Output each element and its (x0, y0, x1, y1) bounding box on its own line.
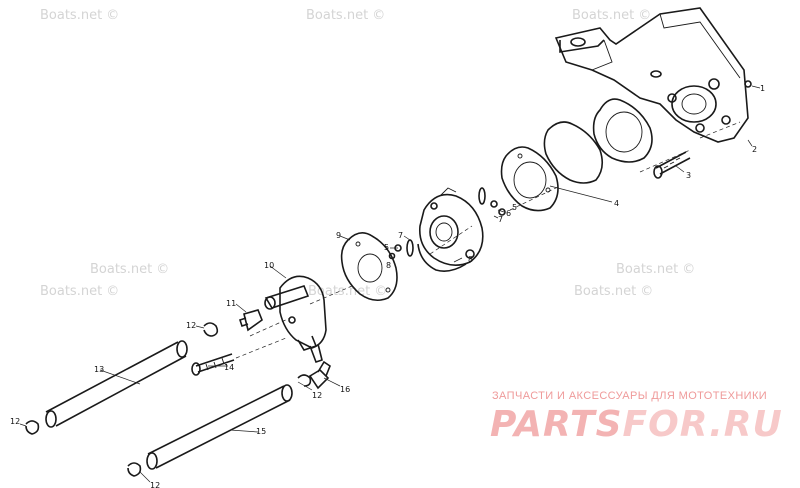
callout-13: 13 (94, 365, 104, 374)
elbow-part-16 (308, 360, 331, 390)
clamps-part-12 (25, 322, 312, 477)
callout-5-b: 5 (384, 243, 389, 252)
watermark: Boats.net © (306, 8, 386, 23)
screw-part-3 (653, 151, 691, 179)
housing-part-8 (417, 187, 484, 272)
callout-labels: 1 2 3 4 5 6 7 8 9 10 11 12 13 14 12 16 1… (10, 84, 765, 488)
callout-4: 4 (614, 199, 619, 208)
callout-7: 7 (498, 215, 503, 224)
callout-15: 15 (256, 427, 266, 436)
callout-3: 3 (686, 171, 691, 180)
callout-12-c: 12 (10, 417, 20, 426)
logo-part-1: PARTS (490, 404, 623, 445)
banner-logo: PARTSFOR.RU (490, 404, 783, 445)
callout-2: 2 (752, 145, 757, 154)
callout-16: 16 (340, 385, 350, 394)
callout-11: 11 (226, 299, 236, 308)
callout-5: 5 (512, 203, 517, 212)
callout-12-d: 12 (150, 481, 160, 488)
callout-8-b: 8 (386, 261, 391, 270)
callout-8: 8 (468, 255, 473, 264)
callout-7-b: 7 (398, 231, 403, 240)
hose-part-13 (45, 340, 188, 428)
mounting-bracket (554, 7, 752, 143)
hose-part-15 (146, 384, 293, 470)
callout-12-b: 12 (312, 391, 322, 400)
callout-10: 10 (264, 261, 274, 270)
callout-9: 9 (336, 231, 341, 240)
watermark: Boats.net © (40, 284, 120, 299)
callout-6: 6 (506, 209, 511, 218)
pump-body-part-10 (238, 275, 327, 364)
leader-lines (19, 85, 761, 483)
watermark: Boats.net © (308, 284, 388, 299)
watermark: Boats.net © (90, 262, 170, 277)
watermark: Boats.net © (616, 262, 696, 277)
callout-12-a: 12 (186, 321, 196, 330)
banner-tagline: ЗАПЧАСТИ И АКСЕССУАРЫ ДЛЯ МОТОТЕХНИКИ (492, 390, 768, 402)
logo-part-2: FOR.RU (622, 404, 783, 445)
callout-1: 1 (760, 84, 765, 93)
diaphragm-part-9 (340, 232, 398, 302)
callout-14: 14 (224, 363, 234, 372)
watermark: Boats.net © (40, 8, 120, 23)
watermark: Boats.net © (572, 8, 652, 23)
gasket-part-4 (500, 98, 653, 212)
watermark: Boats.net © (574, 284, 654, 299)
